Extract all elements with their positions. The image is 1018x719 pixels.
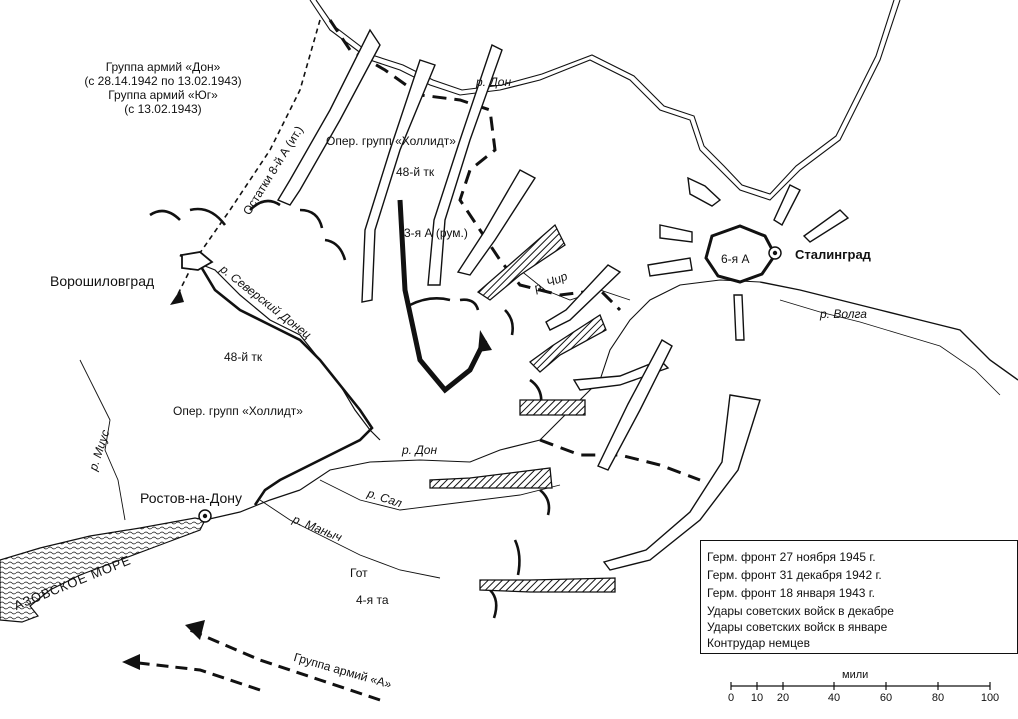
- pocket-6th-army: [704, 224, 777, 284]
- scale-tick-60: 60: [879, 692, 893, 704]
- legend: Герм. фронт 27 ноября 1945 г. Герм. фрон…: [700, 540, 1018, 654]
- label-fourth-ta: 4-я та: [356, 593, 389, 607]
- header-line-2: (с 28.14.1942 по 13.02.1943): [84, 74, 242, 88]
- label-third-rom: 3-я А (рум.): [404, 226, 468, 240]
- label-river-volga: р. Волга: [820, 307, 867, 321]
- river-don: [299, 0, 901, 491]
- front-31-dec: [149, 199, 551, 619]
- voroshilovgrad-marker: [181, 251, 214, 271]
- label-river-don-north: р. Дон: [476, 75, 512, 89]
- scale-tick-80: 80: [931, 692, 945, 704]
- scale-tick-10: 10: [750, 692, 764, 704]
- legend-item-soviet-january: Удары советских войск в январе: [707, 620, 888, 634]
- label-tk48-south: 48-й тк: [224, 350, 263, 364]
- legend-item-front-27-nov: Герм. фронт 27 ноября 1945 г.: [707, 550, 876, 564]
- label-river-don-south: р. Дон: [402, 443, 438, 457]
- river-sal: [319, 479, 561, 511]
- soviet-arrows-january: [429, 223, 616, 593]
- legend-item-soviet-december: Удары советских войск в декабре: [707, 604, 894, 618]
- label-stalingrad: Сталинград: [795, 247, 871, 262]
- river-volga: [759, 281, 1018, 381]
- label-tk48-north: 48-й тк: [396, 165, 435, 179]
- coastline: [204, 489, 301, 521]
- header-line-1: Группа армий «Дон»: [105, 60, 221, 74]
- legend-item-german-counterattack: Контрудар немцев: [707, 636, 810, 650]
- scale-tick-0: 0: [727, 692, 735, 704]
- header-line-4: (с 13.02.1943): [124, 102, 202, 116]
- scale-tick-20: 20: [776, 692, 790, 704]
- header-block: Группа армий «Дон» (с 28.14.1942 по 13.0…: [78, 60, 248, 116]
- label-sixth-army: 6-я А: [721, 252, 750, 266]
- label-goth: Гот: [350, 566, 368, 580]
- river-manych: [259, 499, 441, 579]
- header-line-3: Группа армий «Юг»: [108, 88, 218, 102]
- azov-sea: [0, 517, 206, 623]
- stalingrad-marker: [768, 246, 782, 260]
- front-27-nov: [328, 19, 622, 312]
- scale-unit: мили: [842, 669, 869, 681]
- legend-item-front-18-jan: Герм. фронт 18 января 1943 г.: [707, 586, 876, 600]
- scale-tick-100: 100: [980, 692, 1000, 704]
- front-18-jan: [179, 253, 374, 506]
- rostov-marker: [198, 509, 212, 523]
- scale-bar: [730, 682, 991, 690]
- label-rostov: Ростов-на-Дону: [140, 490, 242, 506]
- label-hollidt-south: Опер. групп «Холлидт»: [173, 404, 303, 418]
- scale-tick-40: 40: [827, 692, 841, 704]
- legend-item-front-31-dec: Герм. фронт 31 декабря 1942 г.: [707, 568, 882, 582]
- river-chir: [519, 269, 631, 301]
- label-hollidt-north: Опер. групп «Холлидт»: [326, 134, 456, 148]
- soviet-arrows-december: [276, 28, 850, 571]
- river-mius: [79, 359, 126, 521]
- river-severskiy-donets: [189, 259, 381, 441]
- label-voroshilovgrad: Ворошиловград: [50, 273, 155, 289]
